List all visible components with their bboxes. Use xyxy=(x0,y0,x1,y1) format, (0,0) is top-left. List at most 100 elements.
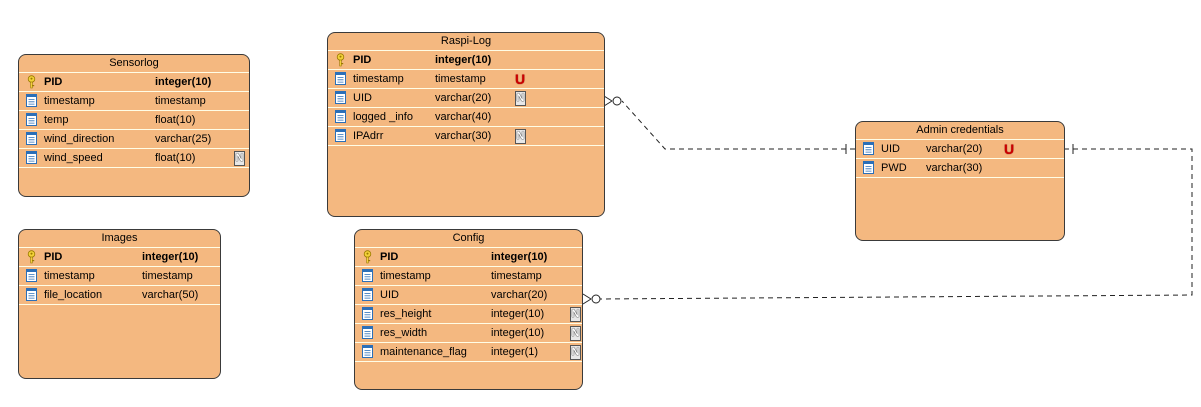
column-icon xyxy=(335,110,346,124)
column-row[interactable]: IPAdrr varchar(30) N xyxy=(328,127,604,146)
column-name: IPAdrr xyxy=(353,130,384,142)
column-type: varchar(20) xyxy=(491,289,548,301)
column-type: varchar(30) xyxy=(926,162,983,174)
column-row[interactable]: timestamp timestamp xyxy=(19,92,249,111)
column-row[interactable]: UID varchar(20) N xyxy=(328,89,604,108)
unique-badge-icon: U xyxy=(1004,141,1015,157)
column-name: res_width xyxy=(380,327,428,339)
column-name: wind_speed xyxy=(44,152,103,164)
column-row[interactable]: PWD varchar(30) xyxy=(856,159,1064,178)
column-type: varchar(40) xyxy=(435,111,492,123)
column-type: integer(10) xyxy=(491,327,545,339)
column-icon xyxy=(26,269,37,283)
column-type: integer(1) xyxy=(491,346,539,358)
column-icon xyxy=(863,161,874,175)
entity-admin-credentials[interactable]: Admin credentials UID varchar(20) U PWD varc… xyxy=(855,121,1065,241)
column-icon xyxy=(26,151,37,165)
column-type: varchar(30) xyxy=(435,130,492,142)
column-name: temp xyxy=(44,114,69,126)
column-icon xyxy=(335,72,346,86)
column-type: varchar(20) xyxy=(435,92,492,104)
column-list: UID varchar(20) U PWD varchar(30) xyxy=(856,140,1064,178)
nullable-badge-icon: N xyxy=(570,345,581,360)
column-type: integer(10) xyxy=(491,251,548,263)
connector-line xyxy=(621,100,855,150)
nullable-badge-icon: N xyxy=(515,129,526,144)
column-row[interactable]: maintenance_flag integer(1) N xyxy=(355,343,582,362)
entity-title: Admin credentials xyxy=(856,122,1064,140)
entity-title: Config xyxy=(355,230,582,248)
column-icon xyxy=(863,142,874,156)
column-icon xyxy=(335,91,346,105)
column-type: timestamp xyxy=(435,73,486,85)
primary-key-icon xyxy=(26,75,37,89)
column-name: timestamp xyxy=(44,270,95,282)
column-row[interactable]: wind_speed float(10) N xyxy=(19,149,249,168)
crowfoot-line xyxy=(582,293,592,300)
column-icon xyxy=(335,129,346,143)
column-type: float(10) xyxy=(155,152,196,164)
column-type: timestamp xyxy=(491,270,542,282)
column-type: integer(10) xyxy=(491,308,545,320)
column-name: UID xyxy=(353,92,372,104)
column-name: PID xyxy=(44,76,63,88)
column-row[interactable]: PID integer(10) xyxy=(19,248,220,267)
column-type: integer(10) xyxy=(142,251,199,263)
column-row[interactable]: res_width integer(10) N xyxy=(355,324,582,343)
column-name: wind_direction xyxy=(44,133,115,145)
entity-title: Sensorlog xyxy=(19,55,249,73)
column-name: PID xyxy=(353,54,372,66)
column-icon xyxy=(26,288,37,302)
column-name: timestamp xyxy=(44,95,95,107)
column-name: file_location xyxy=(44,289,103,301)
column-icon xyxy=(362,288,373,302)
column-icon xyxy=(362,345,373,359)
column-icon xyxy=(362,307,373,321)
column-type: varchar(25) xyxy=(155,133,212,145)
nullable-badge-icon: N xyxy=(570,326,581,341)
entity-title: Images xyxy=(19,230,220,248)
column-icon xyxy=(26,132,37,146)
column-type: timestamp xyxy=(155,95,206,107)
relationship-admin-raspi[interactable] xyxy=(603,95,855,154)
column-icon xyxy=(26,94,37,108)
column-name: UID xyxy=(881,143,900,155)
primary-key-icon xyxy=(26,250,37,264)
column-type: varchar(20) xyxy=(926,143,983,155)
nullable-badge-icon: N xyxy=(515,91,526,106)
zero-marker xyxy=(612,96,622,106)
crowfoot-line xyxy=(603,95,613,102)
entity-title: Raspi-Log xyxy=(328,33,604,51)
column-icon xyxy=(26,113,37,127)
column-row[interactable]: UID varchar(20) U xyxy=(856,140,1064,159)
zero-marker xyxy=(591,294,601,304)
column-icon xyxy=(362,269,373,283)
column-name: PWD xyxy=(881,162,907,174)
nullable-badge-icon: N xyxy=(570,307,581,322)
nullable-badge-icon: N xyxy=(234,151,245,166)
primary-key-icon xyxy=(335,53,346,67)
unique-badge-icon: U xyxy=(515,71,526,87)
column-row[interactable]: wind_direction varchar(25) xyxy=(19,130,249,149)
column-name: PID xyxy=(44,251,63,263)
column-name: maintenance_flag xyxy=(380,346,467,358)
